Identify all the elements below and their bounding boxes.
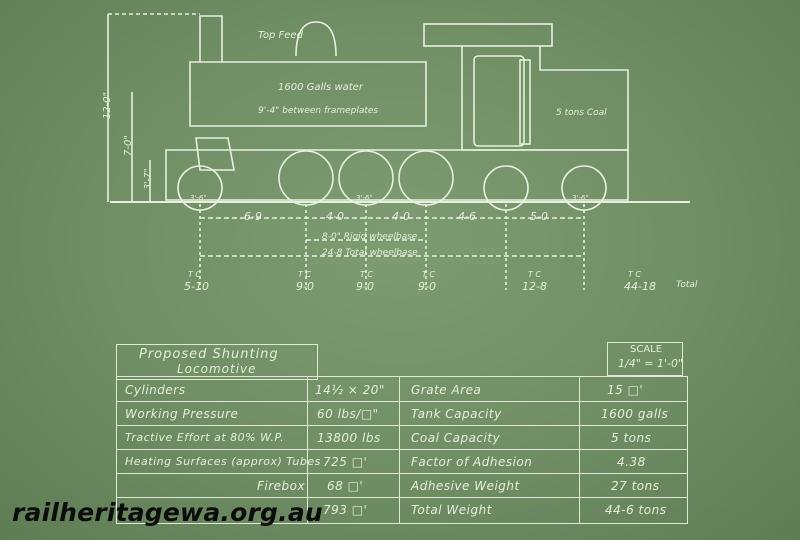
chimney: [199, 15, 223, 62]
spec-label: Adhesive Weight: [411, 479, 520, 493]
axle-load: 9-0: [418, 280, 436, 293]
dimension-label: 4-0: [326, 210, 344, 223]
wheel-dia-label: 3'-6": [190, 194, 207, 202]
watermark: railheritagewa.org.au: [12, 498, 323, 527]
cab-window: [473, 55, 525, 147]
spec-value: 44-6 tons: [605, 503, 667, 517]
axle-load-type: T C: [360, 270, 374, 279]
dimension-label: 4-6: [458, 210, 476, 223]
scale-value: 1/4" = 1'-0": [618, 357, 684, 370]
axle-load-type: T C: [528, 270, 542, 279]
dimension-label: 4-0: [392, 210, 410, 223]
spec-label: Working Pressure: [125, 407, 239, 421]
spec-value: 13800 lbs: [317, 431, 381, 445]
cab-roof: [423, 23, 553, 47]
spec-value: 1600 galls: [601, 407, 669, 421]
spec-label: Coal Capacity: [411, 431, 501, 445]
driving-wheel-1: [278, 150, 334, 206]
dimension-label: 6-9: [244, 210, 262, 223]
total-weight-load: 44-18: [624, 280, 656, 293]
axle-load-type: T C: [188, 270, 202, 279]
specifications-table: Cylinders 14½ × 20" Working Pressure 60 …: [116, 376, 688, 524]
spec-label: Heating Surfaces (approx) Tubes: [125, 455, 321, 468]
spec-value: 15 □': [607, 383, 644, 397]
trailing-wheel-2: [561, 165, 607, 211]
pony-wheel: [177, 165, 223, 211]
spec-label: Tank Capacity: [411, 407, 502, 421]
coal-label: 5 tons Coal: [556, 108, 607, 118]
rigid-wheelbase-label: 8-0" Rigid wheelbase: [322, 232, 418, 242]
title-box: Proposed Shunting Locomotive: [116, 344, 318, 380]
axle-load: 5-10: [184, 280, 209, 293]
spec-label: Grate Area: [411, 383, 482, 397]
frameplates-label: 9'-4" between frameplates: [258, 106, 379, 116]
spec-label: Cylinders: [125, 383, 186, 397]
title-line2: Locomotive: [177, 362, 257, 376]
spec-label: Total Weight: [411, 503, 492, 517]
wheel-dia-label: 3'-6": [356, 194, 373, 202]
spec-value: 14½ × 20": [315, 383, 385, 397]
spec-value: 27 tons: [611, 479, 660, 493]
cab-handrail: [519, 59, 531, 145]
driving-wheel-3: [398, 150, 454, 206]
axle-load: 9-0: [296, 280, 314, 293]
total-wheelbase-label: 24-8 Total wheelbase: [322, 248, 418, 258]
spec-value: 5 tons: [611, 431, 652, 445]
boiler: [189, 61, 427, 127]
wheel-dia-label: 3'-6": [572, 194, 589, 202]
axle-load: 9-0: [356, 280, 374, 293]
axle-load-type: T C: [298, 270, 312, 279]
frame: [165, 149, 629, 201]
cab: [461, 46, 629, 151]
spec-value: 68 □': [327, 479, 364, 493]
height-7-label: 7-0": [122, 135, 134, 156]
title-line1: Proposed Shunting: [139, 347, 279, 362]
dome: [295, 21, 337, 57]
spec-label: Firebox: [257, 479, 306, 493]
total-load-label: Total: [676, 280, 698, 290]
height-3-label: 3'-7": [143, 168, 154, 190]
axle-load-type: T C: [422, 270, 436, 279]
dimension-label: 5-0: [530, 210, 548, 223]
spec-label: Tractive Effort at 80% W.P.: [125, 431, 285, 444]
spec-value: 793 □': [323, 503, 368, 517]
spec-value: 725 □': [323, 455, 368, 469]
spec-label: Factor of Adhesion: [411, 455, 533, 469]
scale-label: SCALE: [630, 344, 663, 355]
water-label: 1600 Galls water: [278, 82, 363, 93]
trailing-wheel-1: [483, 165, 529, 211]
spec-value: 60 lbs/□": [317, 407, 379, 421]
scale-box: SCALE 1/4" = 1'-0": [607, 342, 683, 376]
height-12-label: 12-0": [102, 91, 114, 120]
top-feed-label: Top Feed: [258, 30, 303, 41]
cylinder: [195, 137, 235, 171]
axle-load: 12-8: [522, 280, 547, 293]
spec-value: 4.38: [617, 455, 646, 469]
axle-load-type: T C: [628, 270, 642, 279]
